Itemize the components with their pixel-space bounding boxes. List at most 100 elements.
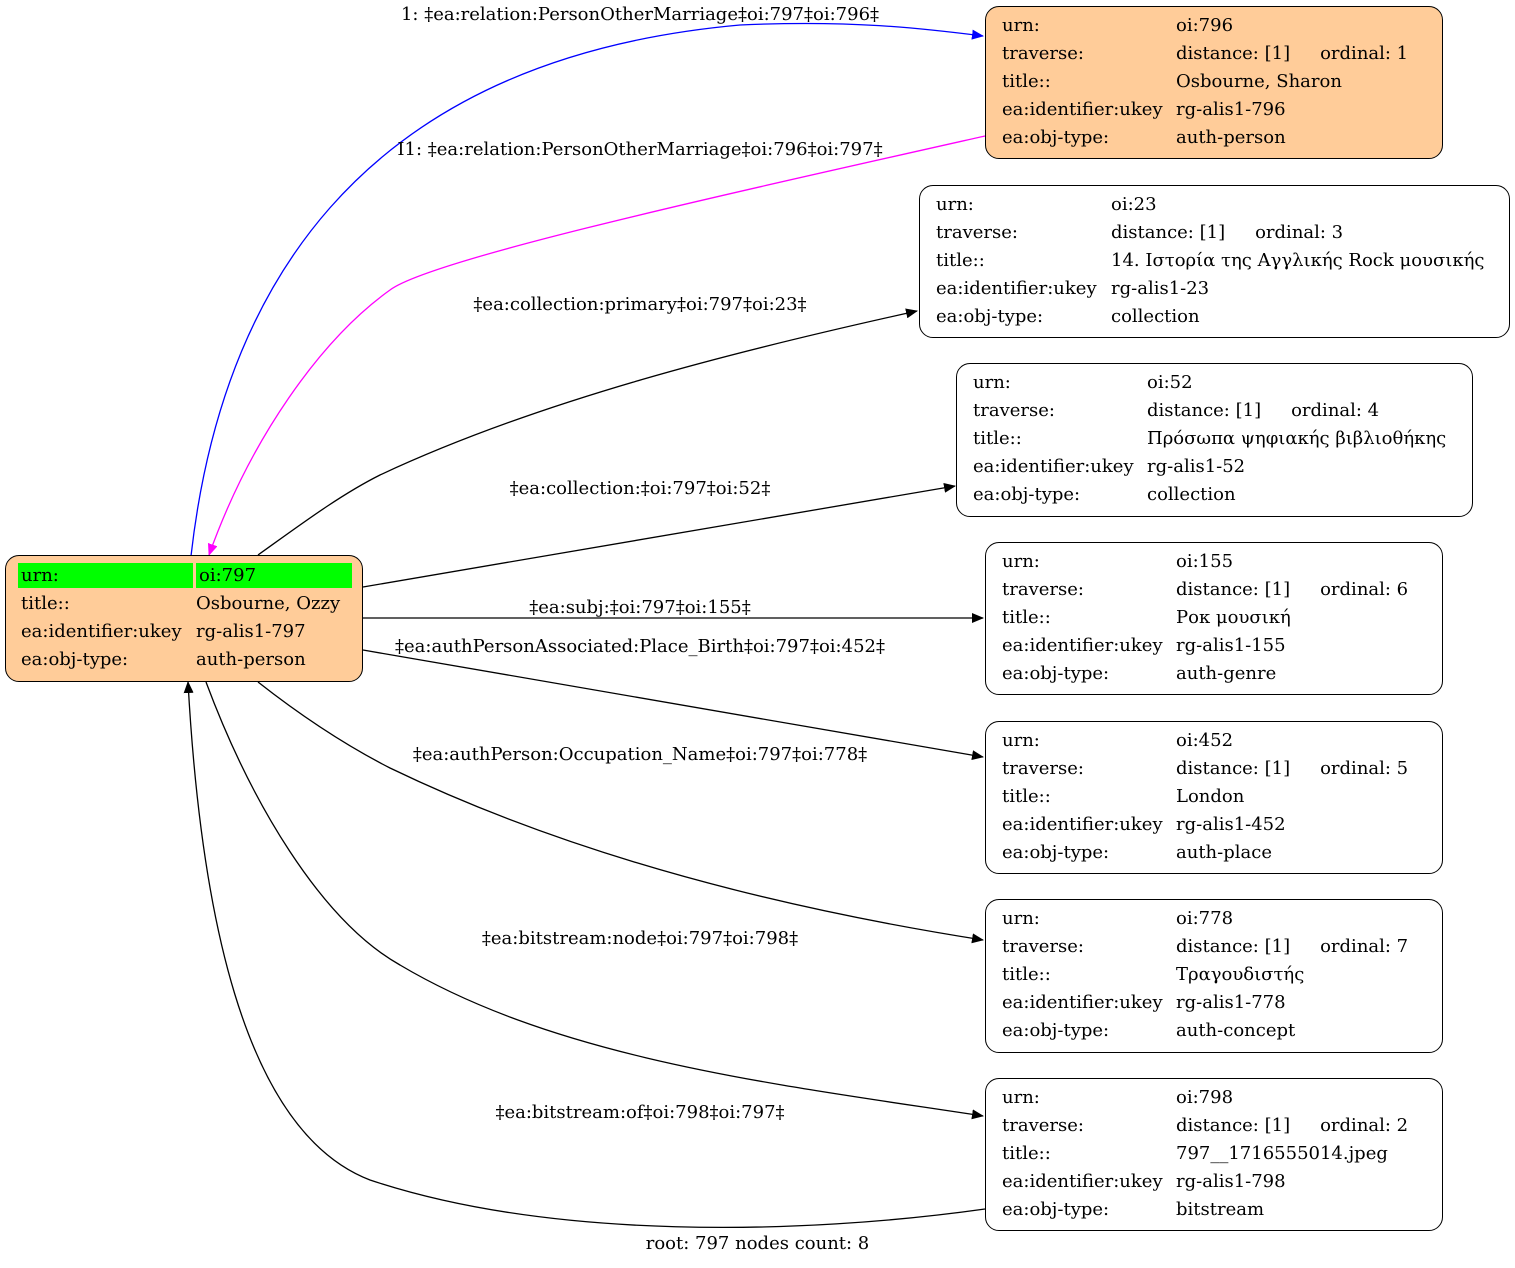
edge-relation-forward: [190, 22, 984, 557]
node-ordinal: ordinal: 4: [1291, 400, 1380, 421]
edge-label-place-birth: ‡ea:authPersonAssociated:Place_Birth‡oi:…: [395, 636, 885, 657]
node-urn-value: oi:798: [1176, 1087, 1234, 1108]
root-ukey-value: rg-alis1-797: [196, 621, 306, 642]
root-urn-row: urn: oi:797: [18, 562, 352, 590]
node-title-label: title::: [1002, 1143, 1051, 1164]
node-traverse-label: traverse:: [1002, 579, 1084, 600]
node-ordinal: ordinal: 2: [1320, 1115, 1409, 1136]
node-urn-value: oi:778: [1176, 908, 1234, 929]
edge-label-subject: ‡ea:subj:‡oi:797‡oi:155‡: [529, 597, 750, 618]
node-objtype-label: ea:obj-type:: [973, 484, 1081, 505]
root-objtype-row: ea:obj-type: auth-person: [18, 646, 350, 674]
node-ukey-label: ea:identifier:ukey: [1002, 99, 1163, 120]
node-oi-155[interactable]: urn:oi:155 traverse:distance: [1]ordinal…: [985, 542, 1443, 695]
node-urn-label: urn:: [973, 372, 1011, 393]
node-ukey-label: ea:identifier:ukey: [936, 278, 1097, 299]
node-traverse-label: traverse:: [1002, 43, 1084, 64]
node-objtype-value: bitstream: [1176, 1199, 1265, 1220]
edge-label-relation-forward: 1: ‡ea:relation:PersonOtherMarriage‡oi:7…: [401, 4, 879, 25]
node-oi-796[interactable]: urn: oi:796 traverse: distance: [1] ordinal…: [985, 6, 1443, 159]
node-traverse-label: traverse:: [973, 400, 1055, 421]
edge-bitstream-node: [205, 681, 984, 1120]
node-ukey-label: ea:identifier:ukey: [1002, 814, 1163, 835]
node-oi-52[interactable]: urn: oi:52 traverse: distance: [1] ordinal:…: [956, 363, 1473, 517]
node-title-value: Ροκ μουσική: [1176, 607, 1291, 628]
edge-relation-inverse: [207, 135, 986, 556]
edge-occupation: [257, 681, 984, 944]
node-urn-label: urn:: [1002, 730, 1040, 751]
root-urn-label: urn:: [18, 563, 196, 588]
node-urn-value: oi:52: [1147, 372, 1193, 393]
node-distance: distance: [1]: [1176, 43, 1291, 64]
node-objtype-label: ea:obj-type:: [1002, 663, 1110, 684]
node-objtype-value: auth-place: [1176, 842, 1272, 863]
node-distance: distance: [1]: [1111, 222, 1226, 243]
edge-label-collection: ‡ea:collection:‡oi:797‡oi:52‡: [510, 478, 771, 499]
node-oi-798[interactable]: urn: oi:798 traverse: distance: [1] ordinal…: [985, 1078, 1443, 1231]
node-urn-label: urn:: [936, 194, 974, 215]
root-title-label: title::: [21, 593, 70, 614]
edge-label-bitstream-node: ‡ea:bitstream:node‡oi:797‡oi:798‡: [482, 928, 798, 949]
node-title-value: Osbourne, Sharon: [1176, 71, 1342, 92]
node-title-label: title::: [1002, 71, 1051, 92]
node-ukey-label: ea:identifier:ukey: [973, 456, 1134, 477]
edge-label-occupation: ‡ea:authPerson:Occupation_Name‡oi:797‡oi…: [413, 744, 867, 765]
node-title-value: Πρόσωπα ψηφιακής βιβλιοθήκης: [1147, 428, 1447, 449]
node-urn-label: urn:: [1002, 1087, 1040, 1108]
node-urn-value: oi:796: [1176, 15, 1234, 36]
node-urn-value: oi:155: [1176, 551, 1234, 572]
node-traverse-label: traverse:: [936, 222, 1018, 243]
edge-label-relation-inverse: I1: ‡ea:relation:PersonOtherMarriage‡oi:…: [397, 139, 882, 160]
node-urn-label: urn:: [1002, 908, 1040, 929]
node-oi-452[interactable]: urn:oi:452 traverse:distance: [1]ordinal…: [985, 721, 1443, 874]
node-traverse-label: traverse:: [1002, 758, 1084, 779]
edge-collection: [362, 482, 956, 588]
root-objtype-value: auth-person: [196, 649, 306, 670]
node-objtype-label: ea:obj-type:: [936, 306, 1044, 327]
node-ordinal: ordinal: 7: [1320, 936, 1409, 957]
node-traverse-label: traverse:: [1002, 1115, 1084, 1136]
root-title-value: Osbourne, Ozzy: [196, 593, 341, 614]
footer-count: nodes count: 8: [735, 1233, 870, 1254]
edge-bitstream-of: [183, 681, 986, 1229]
node-distance: distance: [1]: [1176, 1115, 1291, 1136]
node-objtype-value: auth-concept: [1176, 1020, 1296, 1041]
node-ukey-label: ea:identifier:ukey: [1002, 992, 1163, 1013]
node-ordinal: ordinal: 1: [1320, 43, 1409, 64]
edge-label-collection-primary: ‡ea:collection:primary‡oi:797‡oi:23‡: [473, 294, 806, 315]
node-title-label: title::: [1002, 786, 1051, 807]
node-title-value: 797__1716555014.jpeg: [1176, 1143, 1388, 1164]
node-title-label: title::: [1002, 964, 1051, 985]
node-distance: distance: [1]: [1176, 758, 1291, 779]
node-ukey-value: rg-alis1-778: [1176, 992, 1286, 1013]
root-urn-value: oi:797: [196, 563, 352, 588]
node-ukey-value: rg-alis1-155: [1176, 635, 1286, 656]
root-objtype-label: ea:obj-type:: [21, 649, 129, 670]
node-objtype-label: ea:obj-type:: [1002, 1199, 1110, 1220]
node-objtype-value: collection: [1147, 484, 1236, 505]
node-title-label: title::: [973, 428, 1022, 449]
node-title-label: title::: [936, 250, 985, 271]
node-urn-value: oi:23: [1111, 194, 1157, 215]
node-traverse-label: traverse:: [1002, 936, 1084, 957]
node-urn-label: urn:: [1002, 15, 1040, 36]
node-ukey-value: rg-alis1-23: [1111, 278, 1210, 299]
root-title-row: title:: Osbourne, Ozzy: [18, 590, 350, 618]
edge-place-birth: [362, 649, 984, 761]
footer-root: root: 797: [645, 1233, 730, 1254]
node-ukey-value: rg-alis1-796: [1176, 99, 1286, 120]
node-objtype-value: auth-person: [1176, 127, 1286, 148]
node-oi-23[interactable]: urn: oi:23 traverse: distance: [1] ordinal:…: [919, 185, 1510, 338]
node-distance: distance: [1]: [1176, 936, 1291, 957]
root-node[interactable]: urn: oi:797 title:: Osbourne, Ozzy ea:id…: [5, 555, 363, 682]
node-objtype-label: ea:obj-type:: [1002, 842, 1110, 863]
node-ordinal: ordinal: 5: [1320, 758, 1409, 779]
node-ordinal: ordinal: 6: [1320, 579, 1409, 600]
node-objtype-value: auth-genre: [1176, 663, 1277, 684]
node-oi-778[interactable]: urn: oi:778 traverse: distance: [1] ordinal…: [985, 899, 1443, 1053]
node-distance: distance: [1]: [1147, 400, 1262, 421]
node-ordinal: ordinal: 3: [1255, 222, 1344, 243]
node-title-value: Τραγουδιστής: [1176, 964, 1305, 985]
node-ukey-value: rg-alis1-52: [1147, 456, 1246, 477]
node-ukey-label: ea:identifier:ukey: [1002, 1171, 1163, 1192]
